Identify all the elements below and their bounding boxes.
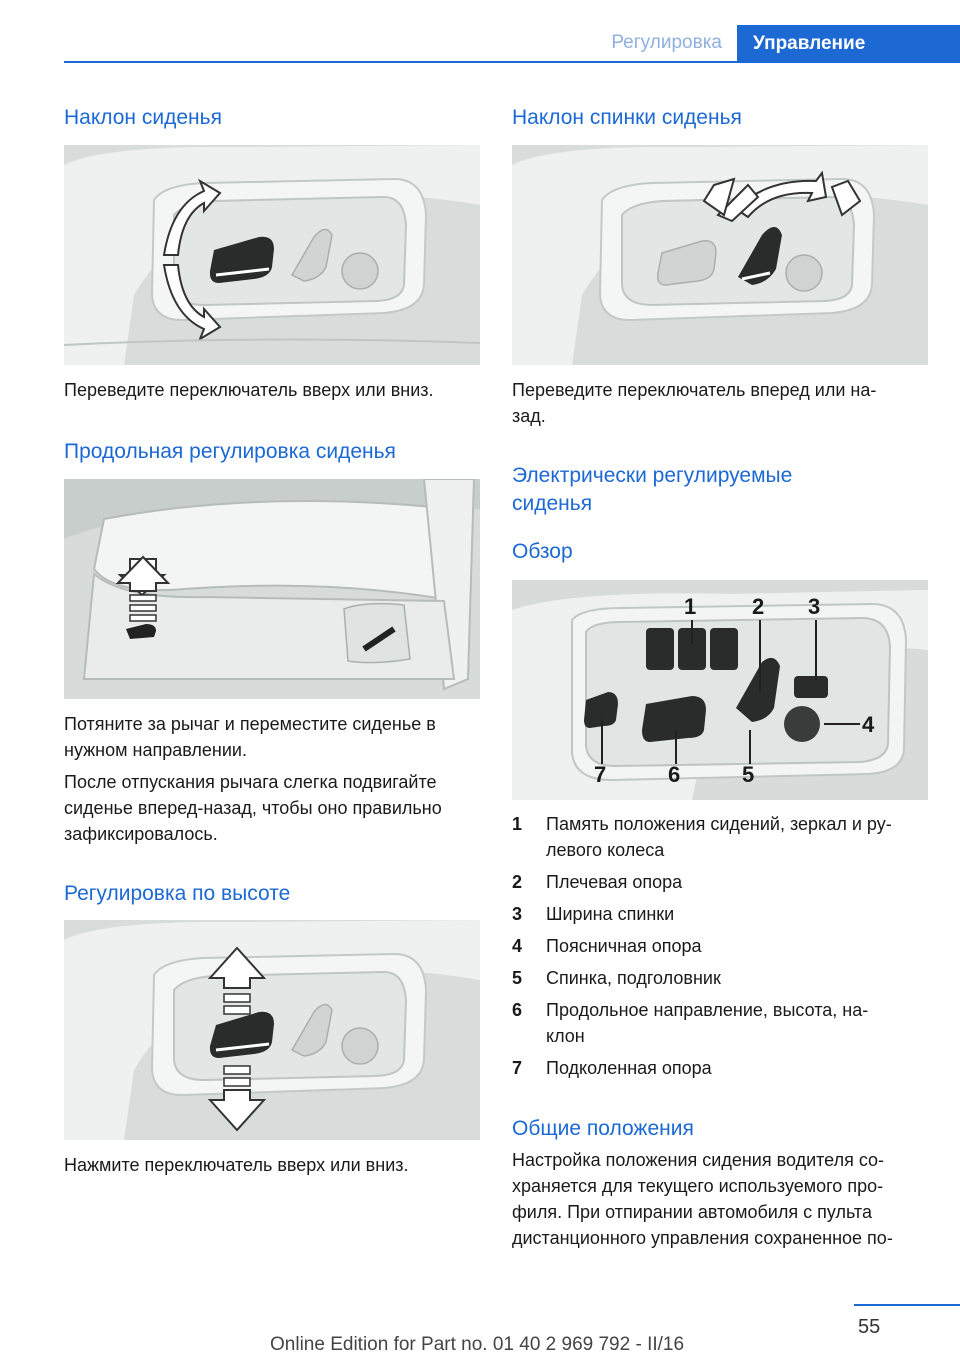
header-tab-regulirovka: Регулировка (611, 32, 722, 53)
list-number: 6 (512, 1000, 523, 1020)
callout-1: 1 (684, 594, 696, 619)
heading-general: Общие положения (512, 1117, 694, 1140)
list-number: 1 (512, 814, 523, 834)
callout-3: 3 (808, 594, 820, 619)
callout-4: 4 (862, 712, 875, 737)
header-tab-upravlenie: Управление (737, 25, 960, 62)
image-longitudinal (64, 479, 480, 699)
callout-6: 6 (668, 762, 680, 787)
text-longitudinal-2c: зафиксировалось. (64, 824, 218, 844)
list-item-text-cont: левого колеса (546, 840, 665, 860)
text-backrest-b: зад. (512, 406, 546, 426)
list-item-text: Подколенная опора (546, 1058, 712, 1078)
heading-seat-tilt: Наклон сиденья (64, 106, 222, 129)
list-item-text-cont: клон (546, 1026, 585, 1046)
heading-electric-b: сиденья (512, 492, 593, 515)
list-item-text: Поясничная опора (546, 936, 702, 956)
text-height: Нажмите переключатель вверх или вниз. (64, 1155, 409, 1175)
image-overview: 1 2 3 4 5 6 7 (512, 580, 928, 800)
image-seat-tilt (64, 145, 480, 365)
footer-edition: Online Edition for Part no. 01 40 2 969 … (270, 1334, 685, 1355)
text-longitudinal-2a: После отпускания рычага слегка подвигайт… (64, 772, 437, 792)
heading-electric-a: Электрически регулируемые (512, 464, 793, 487)
page-number: 55 (858, 1316, 881, 1338)
text-longitudinal-1b: нужном направлении. (64, 740, 247, 760)
heading-backrest: Наклон спинки сиденья (512, 106, 742, 129)
callout-7: 7 (594, 762, 606, 787)
list-item-text: Ширина спинки (546, 904, 675, 924)
list-number: 4 (512, 936, 523, 956)
text-longitudinal-1a: Потяните за рычаг и переместите сиденье … (64, 714, 436, 734)
header-rule (64, 61, 960, 63)
heading-overview: Обзор (512, 540, 573, 563)
callout-2: 2 (752, 594, 764, 619)
text-general-b: храняется для текущего используемого про… (512, 1176, 884, 1196)
list-item-text: Продольное направление, высота, на- (546, 1000, 869, 1020)
heading-height: Регулировка по высоте (64, 882, 291, 905)
footer-rule (854, 1304, 960, 1306)
list-number: 2 (512, 872, 523, 892)
list-number: 7 (512, 1058, 523, 1078)
text-longitudinal-2b: сиденье вперед-назад, чтобы оно правильн… (64, 798, 442, 818)
image-height (64, 920, 480, 1140)
list-number: 5 (512, 968, 523, 988)
image-backrest (512, 145, 928, 365)
list-item-text: Спинка, подголовник (546, 968, 721, 988)
text-general-a: Настройка положения сидения водителя со- (512, 1150, 885, 1170)
text-general-c: филя. При отпирании автомобиля с пульта (512, 1202, 872, 1222)
list-number: 3 (512, 904, 523, 924)
text-backrest-a: Переведите переключатель вперед или на- (512, 380, 877, 400)
list-item-text: Плечевая опора (546, 872, 683, 892)
list-item-text: Память положения сидений, зеркал и ру- (546, 814, 892, 834)
text-seat-tilt: Переведите переключатель вверх или вниз. (64, 380, 434, 400)
heading-longitudinal: Продольная регулировка сиденья (64, 440, 396, 463)
callout-5: 5 (742, 762, 754, 787)
text-general-d: дистанционного управления сохраненное по… (512, 1228, 893, 1248)
